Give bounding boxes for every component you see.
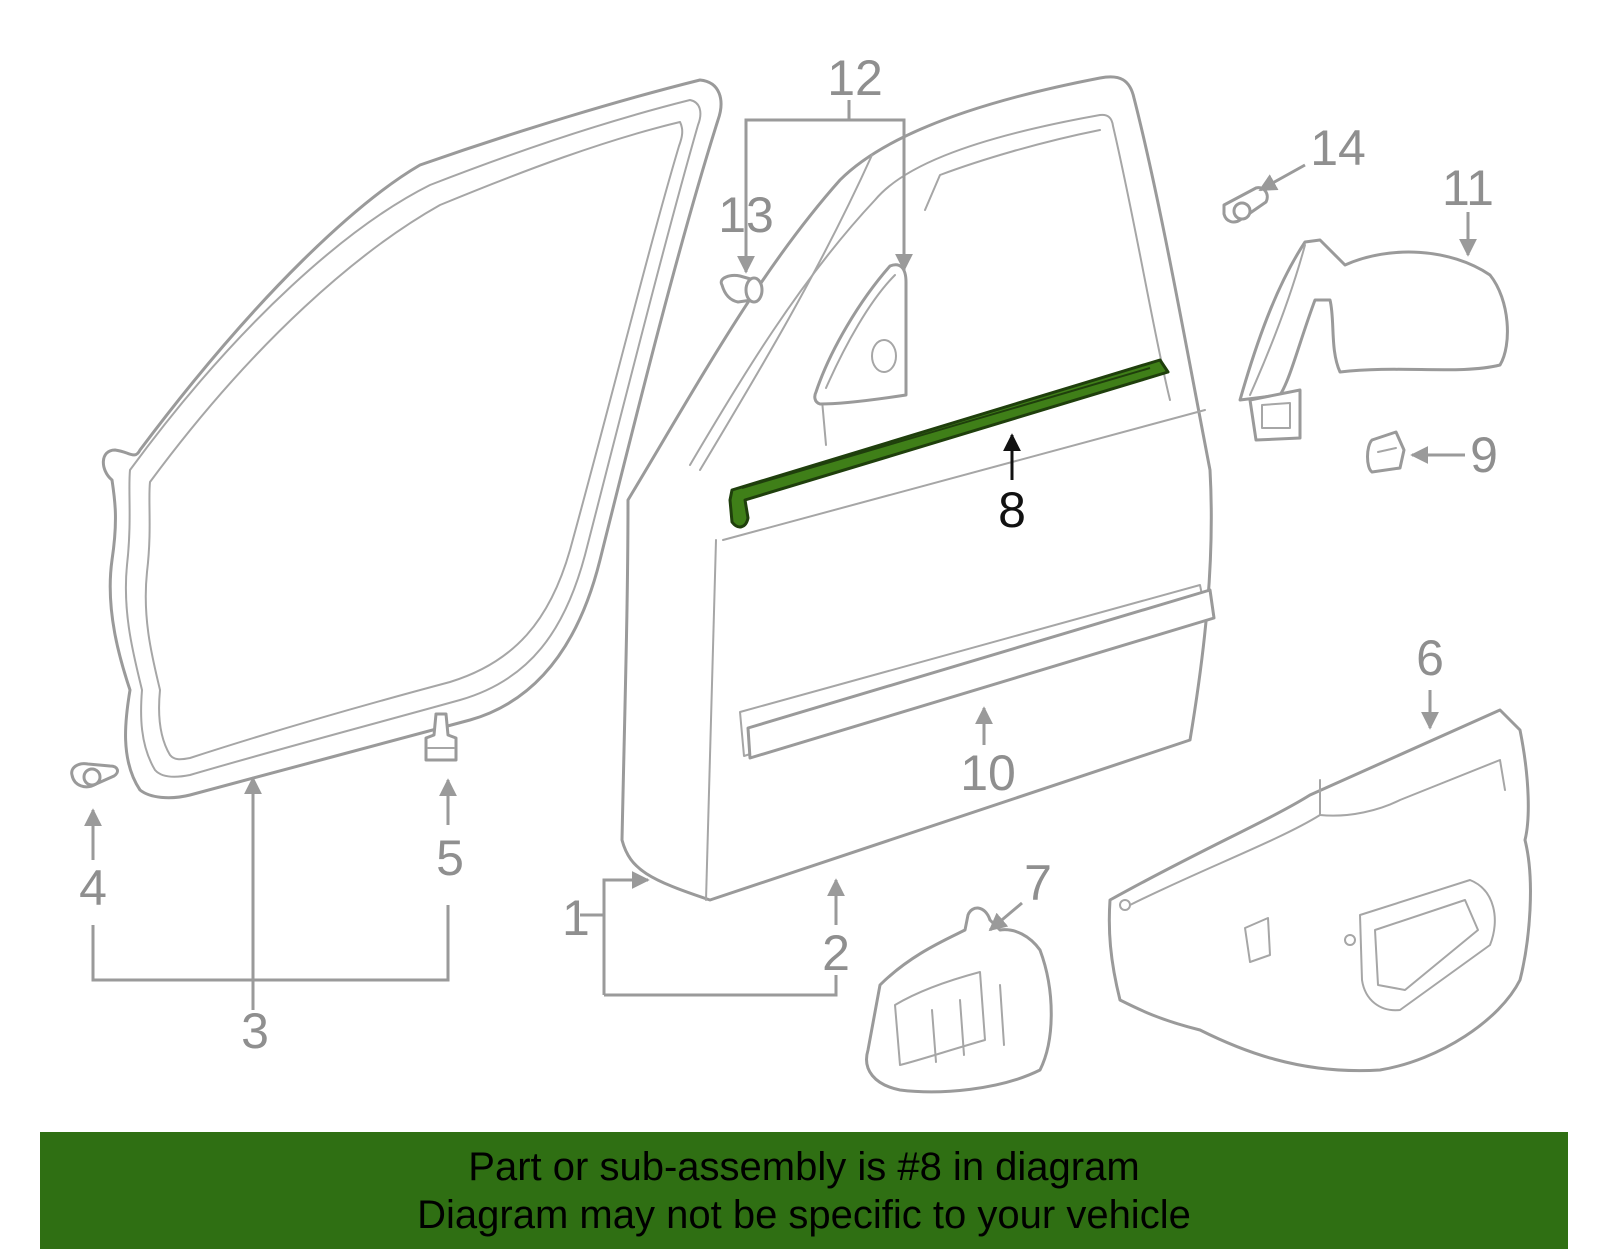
- callout-8: 8: [998, 482, 1026, 538]
- fastener-part-14: [1222, 186, 1269, 224]
- side-molding-part-10: [746, 588, 1216, 760]
- callout-2: 2: [822, 925, 850, 981]
- parts-diagram: 1 2 3 4 5 6 7 8 9 10 11 12 13 14: [70, 50, 1532, 1094]
- door-shell-part-1: [620, 75, 1213, 902]
- callout-labels: 1 2 3 4 5 6 7 8 9 10 11 12 13 14: [79, 50, 1498, 1059]
- callout-12: 12: [827, 50, 883, 106]
- info-banner: Part or sub-assembly is #8 in diagram Di…: [40, 1132, 1568, 1249]
- callout-9: 9: [1470, 427, 1498, 483]
- leader-lines: [84, 100, 1477, 1010]
- weatherstrip-part-3: [101, 78, 723, 800]
- callout-11: 11: [1442, 160, 1494, 216]
- door-trim-panel-part-6: [1107, 708, 1532, 1073]
- callout-5: 5: [436, 830, 464, 886]
- access-cover-part-7: [865, 906, 1053, 1094]
- banner-line-disclaimer: Diagram may not be specific to your vehi…: [417, 1192, 1191, 1237]
- callout-14: 14: [1310, 120, 1366, 176]
- callout-7: 7: [1024, 855, 1052, 911]
- clip-part-13: [719, 274, 764, 304]
- callout-10: 10: [960, 745, 1016, 801]
- callout-13: 13: [718, 187, 774, 243]
- clip-part-4: [70, 762, 119, 789]
- callout-1: 1: [562, 890, 590, 946]
- banner-line-part-number: Part or sub-assembly is #8 in diagram: [468, 1144, 1140, 1189]
- mirror-part-11: [1238, 238, 1509, 442]
- clip-part-5: [424, 712, 458, 762]
- callout-4: 4: [79, 860, 107, 916]
- bracket-part-9: [1366, 430, 1406, 474]
- callout-3: 3: [241, 1003, 269, 1059]
- belt-molding-part-8: [728, 358, 1170, 529]
- corner-cover-part-12: [813, 263, 908, 406]
- callout-6: 6: [1416, 630, 1444, 686]
